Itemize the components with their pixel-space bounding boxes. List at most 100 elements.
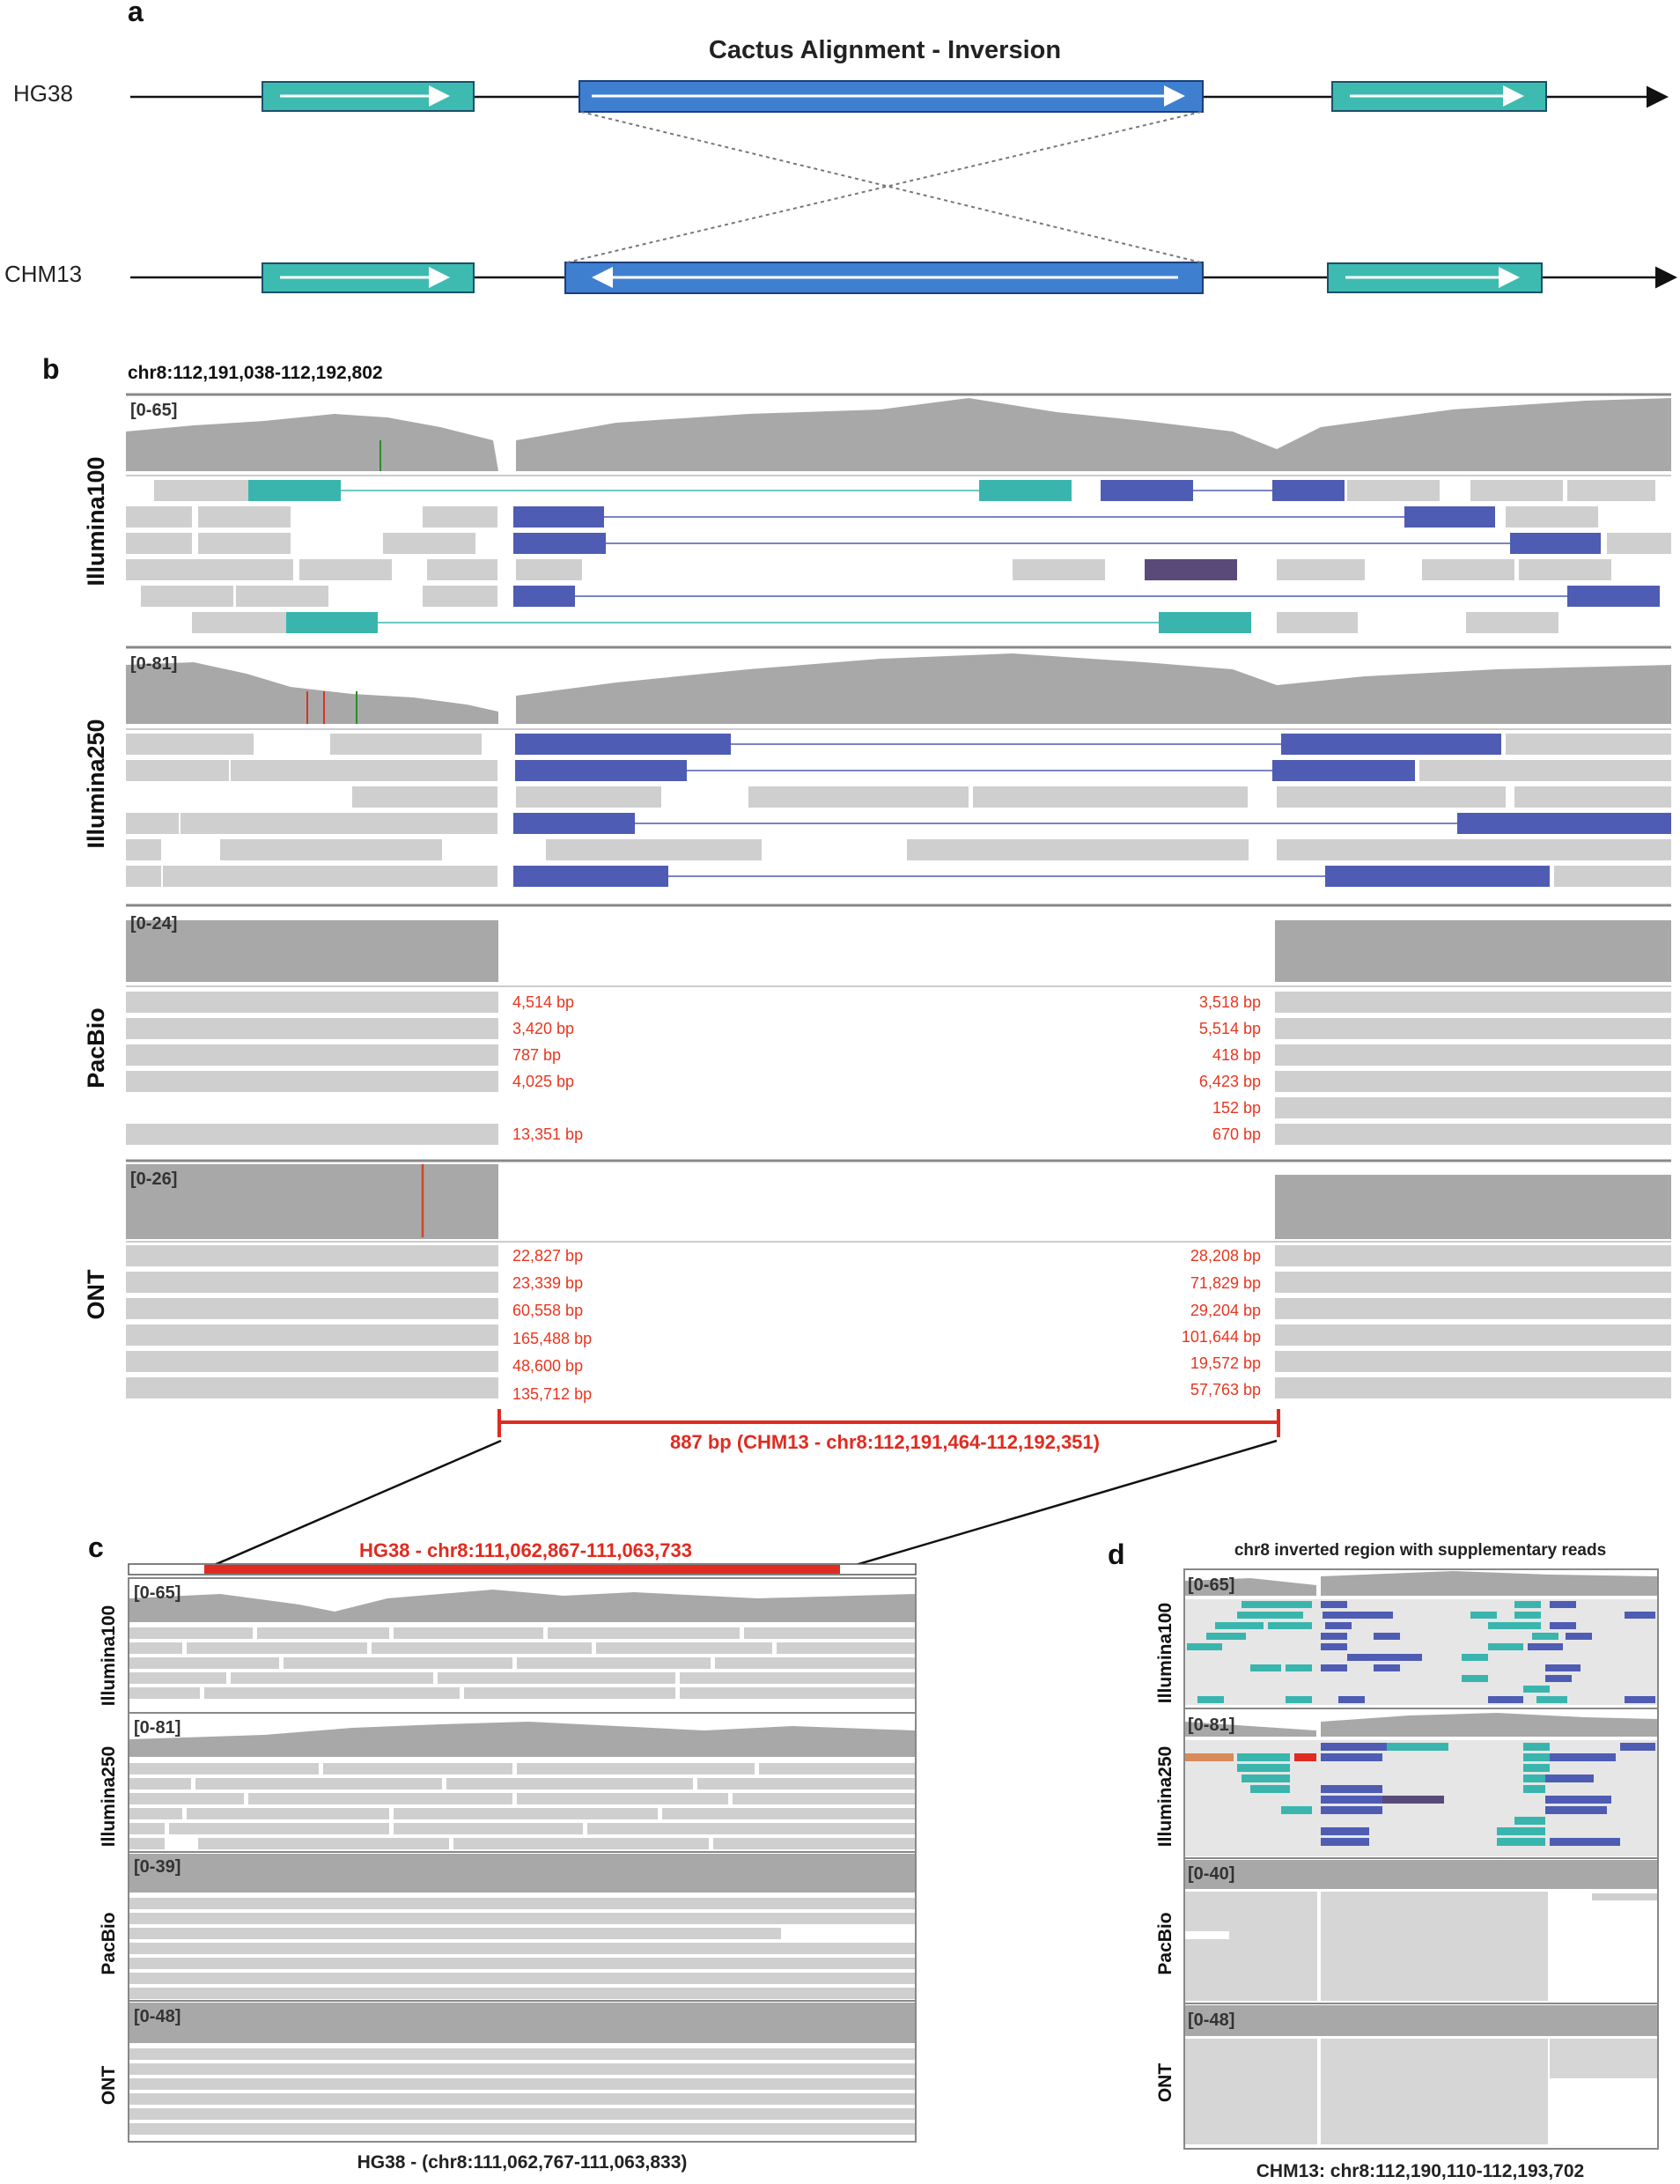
read-supplementary: [1268, 1622, 1312, 1629]
read: [662, 1808, 915, 1819]
coverage-histogram: [1321, 1571, 1657, 1596]
track-label: ONT: [1155, 2063, 1175, 2103]
read: [759, 1763, 915, 1774]
data-range: [0-48]: [134, 2007, 181, 2026]
data-range: [0-48]: [1188, 2011, 1234, 2030]
read-supplementary: [1237, 1612, 1303, 1619]
read-supplementary: [1488, 1643, 1523, 1650]
read-inverted-variant: [1145, 559, 1237, 580]
read-supplementary: [1523, 1774, 1545, 1782]
read-supplementary: [1242, 1601, 1312, 1608]
data-range: [0-81]: [1188, 1715, 1234, 1735]
clip-length-label: 152 bp: [1212, 1099, 1261, 1117]
read: [546, 839, 762, 860]
read: [129, 1838, 165, 1849]
panel-d-bottom-label: CHM13: chr8:112,190,110-112,193,702: [1256, 2161, 1584, 2181]
read: [126, 1377, 498, 1398]
read-pileup: [1185, 1892, 1657, 2001]
read-inverted-variant: [1382, 1796, 1444, 1804]
read: [777, 1642, 915, 1654]
clip-length-label: 60,558 bp: [512, 1302, 583, 1319]
panel-b-locus: chr8:112,191,038-112,192,802: [128, 363, 383, 383]
read-inverted: [515, 734, 731, 755]
read-inverted: [1321, 1664, 1347, 1671]
read: [748, 786, 969, 808]
read-pileup: [126, 480, 1671, 633]
read: [1277, 612, 1358, 633]
read-inverted: [513, 506, 604, 528]
read-inverted: [1321, 1601, 1347, 1608]
panel-b-label: b: [42, 353, 60, 385]
read: [1554, 866, 1671, 887]
read-inverted: [1545, 1806, 1607, 1814]
read: [1506, 734, 1671, 755]
panel-a-title: Cactus Alignment - Inversion: [709, 36, 1061, 64]
panel-c-label: c: [88, 1531, 104, 1563]
read-pileup: [129, 1763, 915, 1849]
read: [1592, 1893, 1657, 1900]
read-pileup: [1185, 2039, 1657, 2144]
read: [323, 1763, 512, 1774]
read: [548, 1627, 740, 1639]
read-inverted: [1272, 760, 1415, 781]
read: [126, 734, 254, 755]
read: [198, 506, 291, 528]
clip-length-label: 19,572 bp: [1190, 1354, 1261, 1372]
read: [126, 559, 293, 580]
read: [126, 1018, 498, 1039]
read: [129, 1823, 165, 1834]
data-range: [0-81]: [130, 654, 177, 674]
read-inverted: [1528, 1643, 1563, 1650]
read: [1567, 480, 1655, 501]
read: [516, 786, 661, 808]
read-mismatch: [1294, 1753, 1316, 1761]
d-track-ont: ONT [0-48]: [1155, 2005, 1657, 2144]
read: [907, 839, 1249, 860]
read: [1419, 760, 1671, 781]
read: [1347, 480, 1440, 501]
read-supplementary: [1470, 1612, 1497, 1619]
read-inverted: [1321, 1753, 1382, 1761]
read: [372, 1642, 592, 1654]
read: [1466, 612, 1558, 633]
read: [383, 533, 475, 554]
read-supplementary: [1462, 1675, 1488, 1682]
read-pileup: [126, 734, 1671, 887]
read: [680, 1672, 915, 1684]
read-inverted: [1101, 480, 1193, 501]
read: [204, 1687, 460, 1699]
read-inverted: [1620, 1743, 1655, 1751]
read: [129, 2108, 915, 2120]
read-pileup: [129, 2048, 915, 2135]
data-range: [0-65]: [130, 401, 177, 420]
clip-length-label: 135,712 bp: [512, 1385, 592, 1403]
read: [517, 1793, 728, 1804]
read-inverted: [1321, 1785, 1382, 1793]
read: [352, 786, 497, 808]
read-supplementary: [1215, 1622, 1264, 1629]
read-inverted: [1545, 1796, 1611, 1804]
read-block-right: [1550, 2039, 1657, 2078]
b-track-illumina250: Illumina250 [0-81]: [83, 653, 1671, 887]
panel-d: d chr8 inverted region with supplementar…: [1108, 1538, 1659, 2181]
data-range: [0-26]: [130, 1169, 177, 1189]
read: [517, 1657, 711, 1669]
clip-length-label: 418 bp: [1212, 1046, 1261, 1064]
read-pileup: [129, 1898, 915, 1999]
read: [1277, 786, 1506, 808]
track-label: PacBio: [99, 1912, 119, 1974]
read: [1275, 1245, 1671, 1266]
coverage-histogram: [126, 414, 498, 471]
read-inverted: [1338, 1696, 1365, 1703]
read: [126, 1245, 498, 1266]
read: [423, 506, 497, 528]
read-supplementary: [248, 480, 341, 501]
b-track-ont: ONT [0-26] 22,827 bp 23,339 bp: [83, 1164, 1671, 1403]
read-supplementary: [1523, 1764, 1550, 1772]
clip-length-label: 101,644 bp: [1182, 1328, 1261, 1346]
read: [181, 813, 497, 834]
inversion-span-bracket: 887 bp (CHM13 - chr8:112,191,464-112,192…: [497, 1409, 1280, 1453]
read-supplementary: [286, 612, 378, 633]
coverage-histogram: [126, 662, 498, 724]
read: [1519, 559, 1611, 580]
